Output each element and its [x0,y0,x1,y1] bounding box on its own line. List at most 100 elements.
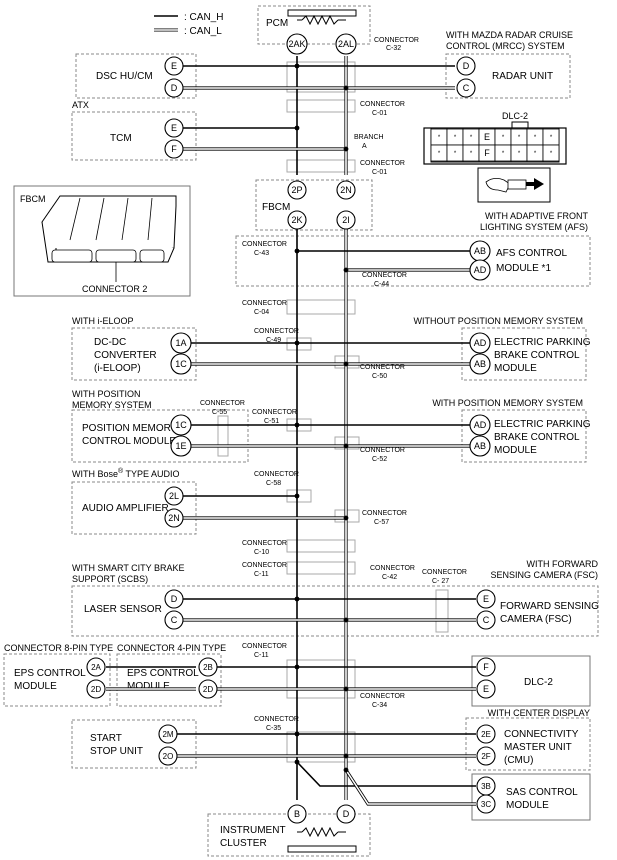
c50-label: C-50 [372,373,387,380]
legend-can-h: : CAN_H [184,12,223,23]
fbcm-picture-title: FBCM [20,194,46,204]
dlc-cell-label: * [550,135,553,141]
dlc-cell-label: * [518,135,521,141]
junction-dot [343,515,349,521]
fsc-label-1: FORWARD SENSING [500,601,599,612]
pin-dlc2-h [476,657,496,677]
pin-label-fbcm-n: 2N [340,185,352,195]
pin-label-cmu-l: 2F [481,752,490,761]
c01b-word: CONNECTOR [360,160,405,167]
junction-dot [343,686,349,692]
dlc-cell-label: * [470,135,473,141]
junction-dot [343,767,349,773]
connector-c11-block [286,561,356,575]
cmu-label-2: MASTER UNIT [504,742,572,753]
epb2-label-2: BRAKE CONTROL [494,432,580,443]
pin-dsc-l [164,78,184,98]
pin-pm-h [170,414,192,436]
junction-dot [294,340,300,346]
junction-dot [343,361,349,367]
pin-dlc2-l [476,679,496,699]
pin-label-sas-h: 3B [481,782,491,791]
junction-dot [294,125,300,131]
afs-control-module: WITH ADAPTIVE FRONT LIGHTING SYSTEM (AFS… [235,211,591,287]
pin-label-epb2-h: AD [474,420,487,430]
pin-dsc-h [164,56,184,76]
pin-pm-l [170,435,192,457]
scbs-title-2: SUPPORT (SCBS) [72,574,148,584]
connector-c10-block [286,539,356,553]
dlc-cell-label: E [484,132,490,142]
dlc-cell-label: F [484,148,490,158]
pin-ic-l [336,804,356,824]
pin-label-ic-l: D [343,809,350,819]
amp-label: AUDIO AMPLIFIER [82,503,169,514]
c27-label: C- 27 [432,578,449,585]
epb1-label-2: BRAKE CONTROL [494,350,580,361]
pin-label-ssu-l: 2O [163,752,174,761]
pin-ic-h [287,804,307,824]
pin-radar-h [456,56,476,76]
pin-laser-l [164,610,184,630]
afs-title-2: LIGHTING SYSTEM (AFS) [480,222,588,232]
pin-label-fbcm-i: 2I [342,215,350,225]
fsc-label-2: CAMERA (FSC) [500,614,572,625]
pin-cmu-l [476,746,496,766]
atx-title: ATX [72,100,89,110]
afs-title-1: WITH ADAPTIVE FRONT [485,211,589,221]
dsc-label: DSC HU/CM [96,71,153,82]
junction-dot [294,759,300,765]
c27-word: CONNECTOR [422,569,467,576]
c01-label: C-01 [372,110,387,117]
pin-ssu-h [158,724,178,744]
c52-word: CONNECTOR [360,447,405,454]
cmu-label-3: (CMU) [504,755,533,766]
pin-eps4-h [198,657,218,677]
wopm-title: WITHOUT POSITION MEMORY SYSTEM [413,316,583,326]
c10-word: CONNECTOR [242,540,287,547]
tcm-label: TCM [110,133,132,144]
pin-fbcm-n [336,180,356,200]
connector-c01b-block [286,159,356,173]
junction-dot [343,146,349,152]
dlc-cell-label: * [438,135,441,141]
pin-label-dcdc-l: 1C [175,359,187,369]
pin-eps8-h [86,657,106,677]
pin-label-laser-h: D [171,594,178,604]
pin-label-dsc-h: E [171,61,177,71]
cd-title: WITH CENTER DISPLAY [488,708,590,718]
pin-pcm-l [335,33,357,55]
c01b-label: C-01 [372,169,387,176]
pcm-label: PCM [266,18,288,29]
pin-epb2-l [469,435,491,457]
junction-dot [294,63,300,69]
fbcm-label: FBCM [262,202,290,213]
pin-label-ssu-h: 2M [162,730,173,739]
eps4-label-2: MODULE [127,681,170,692]
dlc-cell-label: * [502,151,505,157]
connector-c04-block [286,299,356,315]
c44-label: C-44 [374,281,389,288]
pin-label-pcm-l: 2AL [338,39,354,49]
pin-label-epb2-l: AB [474,441,486,451]
pin-tcm-l [164,139,184,159]
junction-dot [294,493,300,499]
ssu-label-1: START [90,733,122,744]
c01-word: CONNECTOR [360,101,405,108]
sas-label-1: SAS CONTROL [506,787,578,798]
eps8-label-2: MODULE [14,681,57,692]
pin-amp-l [164,508,184,528]
ic-label-1: INSTRUMENT [220,825,286,836]
afs-label-2: MODULE *1 [496,263,551,274]
pin-label-dlc2-h: F [483,662,489,672]
instrument-cluster: INSTRUMENT CLUSTER [207,813,371,857]
bose-title: WITH Bose® TYPE AUDIO [72,467,180,479]
ic-terminating-resistor [301,826,339,838]
legend-can-l: : CAN_L [184,26,222,37]
c42-word: CONNECTOR [370,565,415,572]
fbcm-connector-label: CONNECTOR 2 [82,284,147,294]
c32-label: C-32 [386,45,401,52]
dlc-cell-label: * [518,151,521,157]
